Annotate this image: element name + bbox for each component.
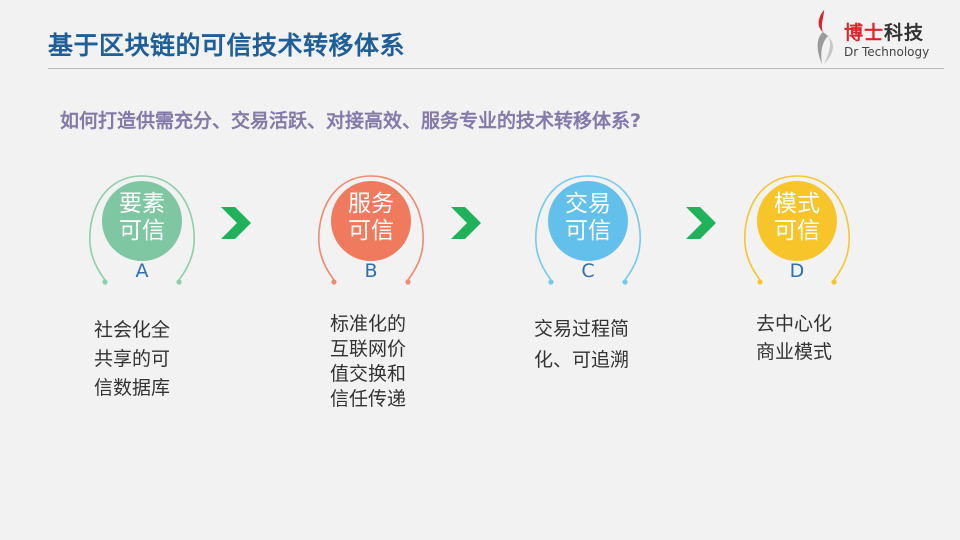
step-description-a: 社会化全 共享的可 信数据库: [94, 319, 171, 399]
logo-cn-red: 博士: [844, 22, 885, 44]
title-divider: [48, 68, 944, 69]
node-ring-a: [89, 175, 195, 285]
node-label-c: 交易 可信: [565, 191, 611, 244]
node-letter-d: D: [789, 260, 805, 282]
node-label-b: 服务 可信: [348, 191, 394, 244]
step-description-c: 交易过程简 化、可追溯: [534, 318, 630, 371]
chevron-right-icon: [221, 207, 251, 239]
brand-logo: 博士科技 Dr Technology: [808, 8, 948, 68]
node-letter-c: C: [581, 260, 595, 282]
logo-cn-dark: 科技: [884, 22, 925, 44]
chevron-right-icon: [686, 207, 716, 239]
node-ring-b: [318, 175, 424, 285]
node-ring-d: [744, 175, 850, 285]
node-letter-a: A: [135, 260, 149, 282]
node-label-a: 要素 可信: [119, 191, 165, 244]
step-node-b: 服务 可信 B: [316, 168, 426, 293]
question-heading: 如何打造供需充分、交易活跃、对接高效、服务专业的技术转移体系?: [60, 110, 642, 132]
node-letter-b: B: [364, 260, 378, 282]
step-node-d: 模式 可信 D: [742, 168, 852, 293]
chevron-right-icon: [451, 207, 481, 239]
logo-chinese-name: 博士科技: [844, 18, 924, 45]
flame-logo-icon: [817, 10, 833, 64]
step-description-b: 标准化的 互联网价 值交换和 信任传递: [330, 313, 407, 410]
step-description-d: 去中心化 商业模式: [756, 313, 833, 363]
step-node-a: 要素 可信 A: [87, 168, 197, 293]
node-ring-c: [535, 175, 641, 285]
step-node-c: 交易 可信 C: [533, 168, 643, 293]
page-title: 基于区块链的可信技术转移体系: [48, 31, 406, 60]
logo-english-name: Dr Technology: [844, 45, 930, 59]
node-label-d: 模式 可信: [774, 191, 820, 244]
